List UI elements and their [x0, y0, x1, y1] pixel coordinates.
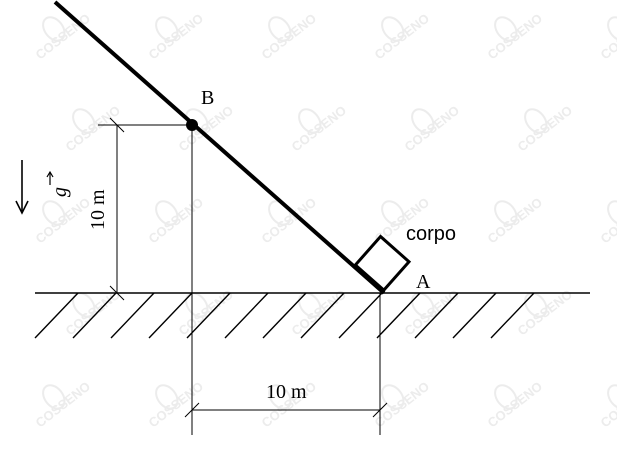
watermark-mark: COSSENO [485, 195, 545, 247]
gravity-vector-label: g [46, 170, 71, 197]
watermark-text: COSSENO [402, 287, 462, 339]
hatch-line [186, 292, 231, 339]
watermark-text: COSSENO [515, 287, 575, 339]
watermark-text: COSSENO [146, 11, 206, 63]
watermark-mark: COSSENO [289, 287, 349, 339]
horizontal-tick-right [372, 402, 388, 418]
watermark-mark: COSSENO [63, 103, 123, 155]
hatch-line [338, 292, 383, 339]
watermark-text: COSSENO [485, 195, 545, 247]
horizontal-distance-label: 10 m [266, 381, 307, 403]
inclined-plane [53, 0, 386, 295]
watermark-layer: COSSENO COSSENO COSSENO COSSENO COSSENO COSSE… [33, 11, 617, 431]
watermark-text: COSSENO [33, 11, 93, 63]
watermark-text: COSSENO [402, 103, 462, 155]
body-block [353, 234, 412, 293]
watermark-mark: COSSENO [598, 379, 617, 430]
watermark-mark: COSSENO [146, 11, 206, 63]
watermark-text: COSSENO [63, 103, 123, 155]
hatch-line [224, 292, 269, 339]
watermark-mark: COSSENO [146, 195, 206, 247]
hatch-line [300, 292, 345, 339]
watermark-mark: COSSENO [372, 11, 432, 63]
watermark-text: COSSENO [289, 103, 349, 155]
height-tick-top [109, 117, 125, 133]
watermark-mark: COSSENO [33, 11, 93, 63]
watermark-text: COSSENO [259, 11, 319, 63]
watermark-text: COSSENO [259, 195, 319, 247]
watermark-mark: COSSENO [485, 11, 545, 63]
height-label: 10 m [87, 189, 109, 230]
horizontal-tick-left [184, 402, 200, 418]
watermark-mark: COSSENO [63, 287, 123, 339]
height-tick-bottom [109, 285, 125, 301]
hatch-line [148, 292, 193, 339]
point-a-label: A [416, 271, 431, 293]
hatch-line [72, 292, 117, 339]
gravity-symbol: g [49, 187, 71, 197]
watermark-text: COSSENO [515, 103, 575, 155]
point-b-label: B [201, 87, 214, 109]
hatch-line [110, 292, 155, 339]
watermark-mark: COSSENO [259, 195, 319, 247]
hatch-line [262, 292, 307, 339]
watermark-text: COSSENO [33, 379, 93, 431]
watermark-text: COSSENO [485, 379, 545, 431]
hatch-line [452, 292, 497, 339]
watermark-mark: COSSENO [485, 379, 545, 431]
watermark-text: COSSENO [176, 287, 236, 339]
watermark-mark: COSSENO [372, 379, 432, 431]
hatch-line [34, 292, 79, 339]
body-label: corpo [406, 223, 456, 245]
ground-hatching [34, 292, 535, 339]
watermark-mark: COSSENO [146, 379, 206, 431]
watermark-text: COSSENO [146, 195, 206, 247]
watermark-mark: COSSENO [176, 287, 236, 339]
watermark-text: COSSENO [33, 195, 93, 247]
hatch-line [376, 292, 421, 339]
watermark-mark: COSSENO [259, 11, 319, 63]
watermark-mark: COSSENO [289, 103, 349, 155]
watermark-mark: COSSENO [598, 195, 617, 246]
watermark-mark: COSSENO [598, 11, 617, 62]
hatch-line [490, 292, 535, 339]
watermark-mark: COSSENO [33, 379, 93, 431]
watermark-text: COSSENO [289, 287, 349, 339]
watermark-text: COSSENO [176, 103, 236, 155]
watermark-text: COSSENO [372, 379, 432, 431]
watermark-mark: COSSENO [515, 103, 575, 155]
watermark-mark: COSSENO [402, 103, 462, 155]
hatch-line [414, 292, 459, 339]
gravity-arrow-icon [15, 160, 29, 215]
watermark-text: COSSENO [372, 11, 432, 63]
watermark-mark: COSSENO [515, 287, 575, 339]
watermark-text: COSSENO [485, 11, 545, 63]
